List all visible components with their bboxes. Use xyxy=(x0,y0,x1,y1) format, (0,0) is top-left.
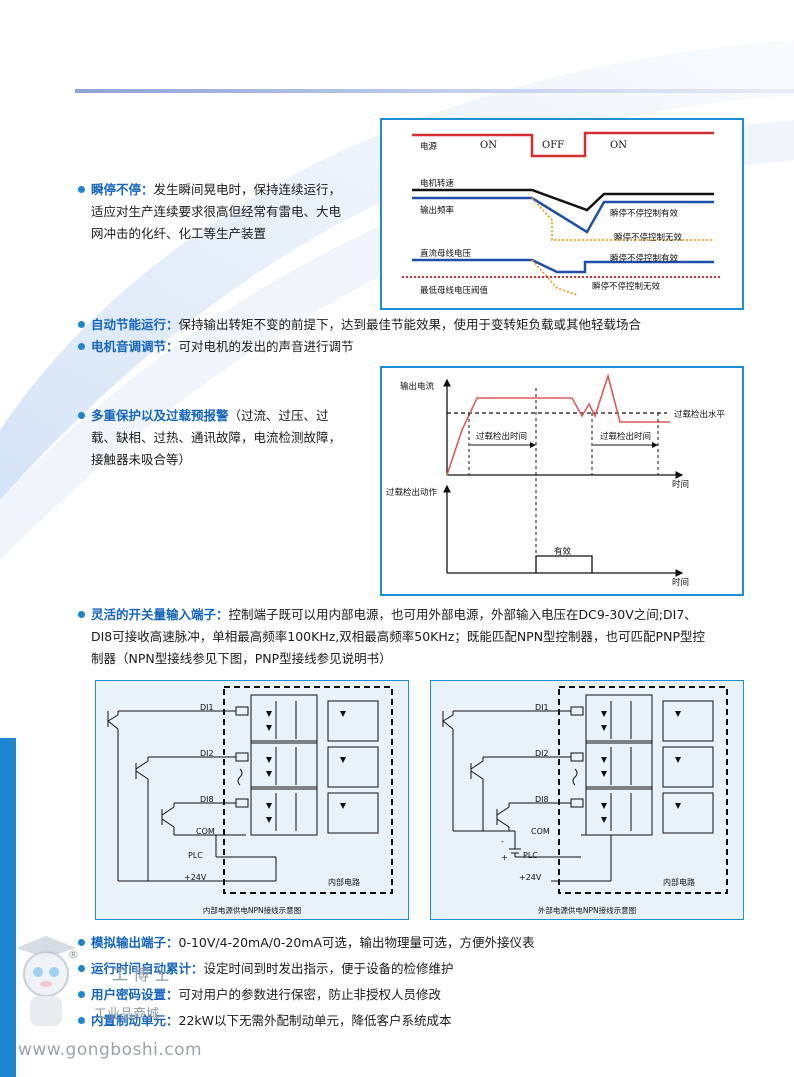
label-output-current: 输出电流 xyxy=(400,382,435,392)
bullet-icon xyxy=(78,991,85,998)
circuit-caption: 内部电源供电NPN接线示意图 xyxy=(202,906,302,915)
feature-braking: 内置制动单元：22kW以下无需外配制动单元，降低客户系统成本 xyxy=(78,1010,778,1032)
label-control-invalid: 瞬停不停控制无效 xyxy=(614,233,683,243)
feature-title: 自动节能运行： xyxy=(91,317,179,332)
terminal-24v: +24V xyxy=(519,873,542,882)
label-overload-action: 过载检出动作 xyxy=(386,488,438,498)
bullet-icon xyxy=(78,1017,85,1024)
feature-title: 运行时间自动累计： xyxy=(91,961,204,976)
feature-title: 模拟输出端子： xyxy=(91,935,179,950)
terminal-24v: +24V xyxy=(184,873,207,882)
terminal-di8: DI8 xyxy=(535,795,549,804)
terminal-com: COM xyxy=(531,827,550,836)
feature-motor-tone: 电机音调调节：可对电机的发出的声音进行调节 xyxy=(78,336,778,358)
header-rule xyxy=(75,89,794,93)
label-time: 时间 xyxy=(672,578,690,588)
label-off: OFF xyxy=(542,140,565,151)
feature-text: 发生瞬间晃电时，保持连续运行， xyxy=(153,182,342,197)
feature-title: 内置制动单元： xyxy=(91,1013,179,1028)
feature-runtime: 运行时间自动累计：设定时间到时发出指示，便于设备的检修维护 xyxy=(78,958,778,980)
circuit-caption: 外部电源供电NPN接线示意图 xyxy=(537,906,637,915)
feature-text: 保持输出转矩不变的前提下，达到最佳节能效果，使用于变转矩负载或其他轻载场合 xyxy=(178,317,642,332)
terminal-di2: DI2 xyxy=(535,749,549,758)
label-motor-speed: 电机转速 xyxy=(420,179,455,189)
label-min-bus: 最低母线电压阀值 xyxy=(420,286,489,296)
terminal-plc: PLC xyxy=(188,851,203,860)
feature-text: 控制端子既可以用内部电源，也可用外部电源，外部输入电压在DC9-30V之间;DI… xyxy=(228,607,697,622)
bullet-icon xyxy=(78,343,85,350)
feature-text: （过流、过压、过 xyxy=(228,408,329,423)
label-control-invalid: 瞬停不停控制无效 xyxy=(592,282,661,292)
feature-text: 可对电机的发出的声音进行调节 xyxy=(178,339,354,354)
feature-text: 22kW以下无需外配制动单元，降低客户系统成本 xyxy=(178,1013,452,1028)
feature-text: 接触器未吸合等） xyxy=(91,452,192,467)
terminal-plc: PLC xyxy=(523,851,538,860)
feature-text: 制器（NPN型接线参见下图，PNP型接线参见说明书） xyxy=(91,651,392,666)
bullet-icon xyxy=(78,186,85,193)
terminal-di8: DI8 xyxy=(200,795,214,804)
feature-text: 适应对生产连续要求很高但经常有雷电、大电 xyxy=(91,204,342,219)
label-on: ON xyxy=(480,140,497,151)
watermark-brand: 工 博 士 xyxy=(112,965,171,984)
label-plus: + xyxy=(501,853,508,862)
feature-auto-energy: 自动节能运行：保持输出转矩不变的前提下，达到最佳节能效果，使用于变转矩负载或其他… xyxy=(78,314,778,336)
feature-title: 灵活的开关量输入端子： xyxy=(91,607,229,622)
label-output-freq: 输出频率 xyxy=(420,206,455,216)
feature-instant-stop: 瞬停不停：发生瞬间晃电时，保持连续运行， 适应对生产连续要求很高但经常有雷电、大… xyxy=(78,179,378,245)
label-detect-time: 过载检出时间 xyxy=(476,432,528,442)
bullet-icon xyxy=(78,412,85,419)
feature-title: 用户密码设置： xyxy=(91,987,179,1002)
feature-text: DI8可接收高速脉冲，单相最高频率100KHz,双相最高频率50KHz；既能匹配… xyxy=(91,629,705,644)
label-on: ON xyxy=(610,140,627,151)
feature-text: 可对用户的参数进行保密，防止非授权人员修改 xyxy=(178,987,442,1002)
feature-text: 网冲击的化纤、化工等生产装置 xyxy=(91,226,267,241)
terminal-di2: DI2 xyxy=(200,749,214,758)
bullet-icon xyxy=(78,939,85,946)
overload-detection-diagram: 输出电流 过载检出水平 过载检出时间 过载检出时间 时间 过载检出动作 有效 时… xyxy=(380,366,744,596)
feature-text: 设定时间到时发出指示，便于设备的检修维护 xyxy=(203,961,454,976)
terminal-di1: DI1 xyxy=(535,703,549,712)
feature-text: 0-10V/4-20mA/0-20mA可选，输出物理量可选，方便外接仪表 xyxy=(178,935,535,950)
terminal-di1: DI1 xyxy=(200,703,214,712)
label-internal-circuit: 内部电路 xyxy=(663,878,695,887)
label-time: 时间 xyxy=(672,480,690,490)
label-detect-time: 过载检出时间 xyxy=(600,432,652,442)
feature-text: 载、缺相、过热、通讯故障，电流检测故障， xyxy=(91,430,342,445)
bullet-icon xyxy=(78,611,85,618)
bullet-icon xyxy=(78,321,85,328)
label-internal-circuit: 内部电路 xyxy=(328,878,360,887)
label-minus: - xyxy=(501,837,504,846)
terminal-com: COM xyxy=(196,827,215,836)
label-control-valid: 瞬停不停控制有效 xyxy=(610,254,679,264)
watermark-url: www.gongboshi.com xyxy=(18,1040,203,1060)
feature-analog-output: 模拟输出端子：0-10V/4-20mA/0-20mA可选，输出物理量可选，方便外… xyxy=(78,932,778,954)
npn-external-supply-circuit: DI1 DI2 DI8 COM - PLC + +24V 内部电路 外部电源供电… xyxy=(430,680,744,920)
label-valid: 有效 xyxy=(554,547,572,557)
bullet-icon xyxy=(78,965,85,972)
feature-title: 多重保护以及过载预报警 xyxy=(91,408,229,423)
watermark-registered: ® xyxy=(68,948,79,961)
label-power: 电源 xyxy=(420,142,438,152)
side-accent-bar xyxy=(0,738,16,1077)
watermark-brand-sub: 工业品商城 xyxy=(94,1007,160,1022)
npn-internal-supply-circuit: DI1 DI2 DI8 COM PLC +24V 内部电路 内部电源供电NPN接… xyxy=(95,680,409,920)
feature-password: 用户密码设置：可对用户的参数进行保密，防止非授权人员修改 xyxy=(78,984,778,1006)
feature-protection: 多重保护以及过载预报警（过流、过压、过 载、缺相、过热、通讯故障，电流检测故障，… xyxy=(78,405,378,471)
label-overload-level: 过载检出水平 xyxy=(674,410,726,420)
mascot-logo-icon xyxy=(16,936,76,1026)
label-control-valid: 瞬停不停控制有效 xyxy=(610,209,679,219)
feature-switch-input: 灵活的开关量输入端子：控制端子既可以用内部电源，也可用外部电源，外部输入电压在D… xyxy=(78,604,790,670)
feature-title: 瞬停不停： xyxy=(91,182,154,197)
label-dc-bus: 直流母线电压 xyxy=(420,249,472,259)
feature-title: 电机音调调节： xyxy=(91,339,179,354)
instant-stop-timing-diagram: 电源 ON OFF ON 电机转速 输出频率 瞬停不停控制有效 瞬停不停控制无效… xyxy=(380,118,744,310)
